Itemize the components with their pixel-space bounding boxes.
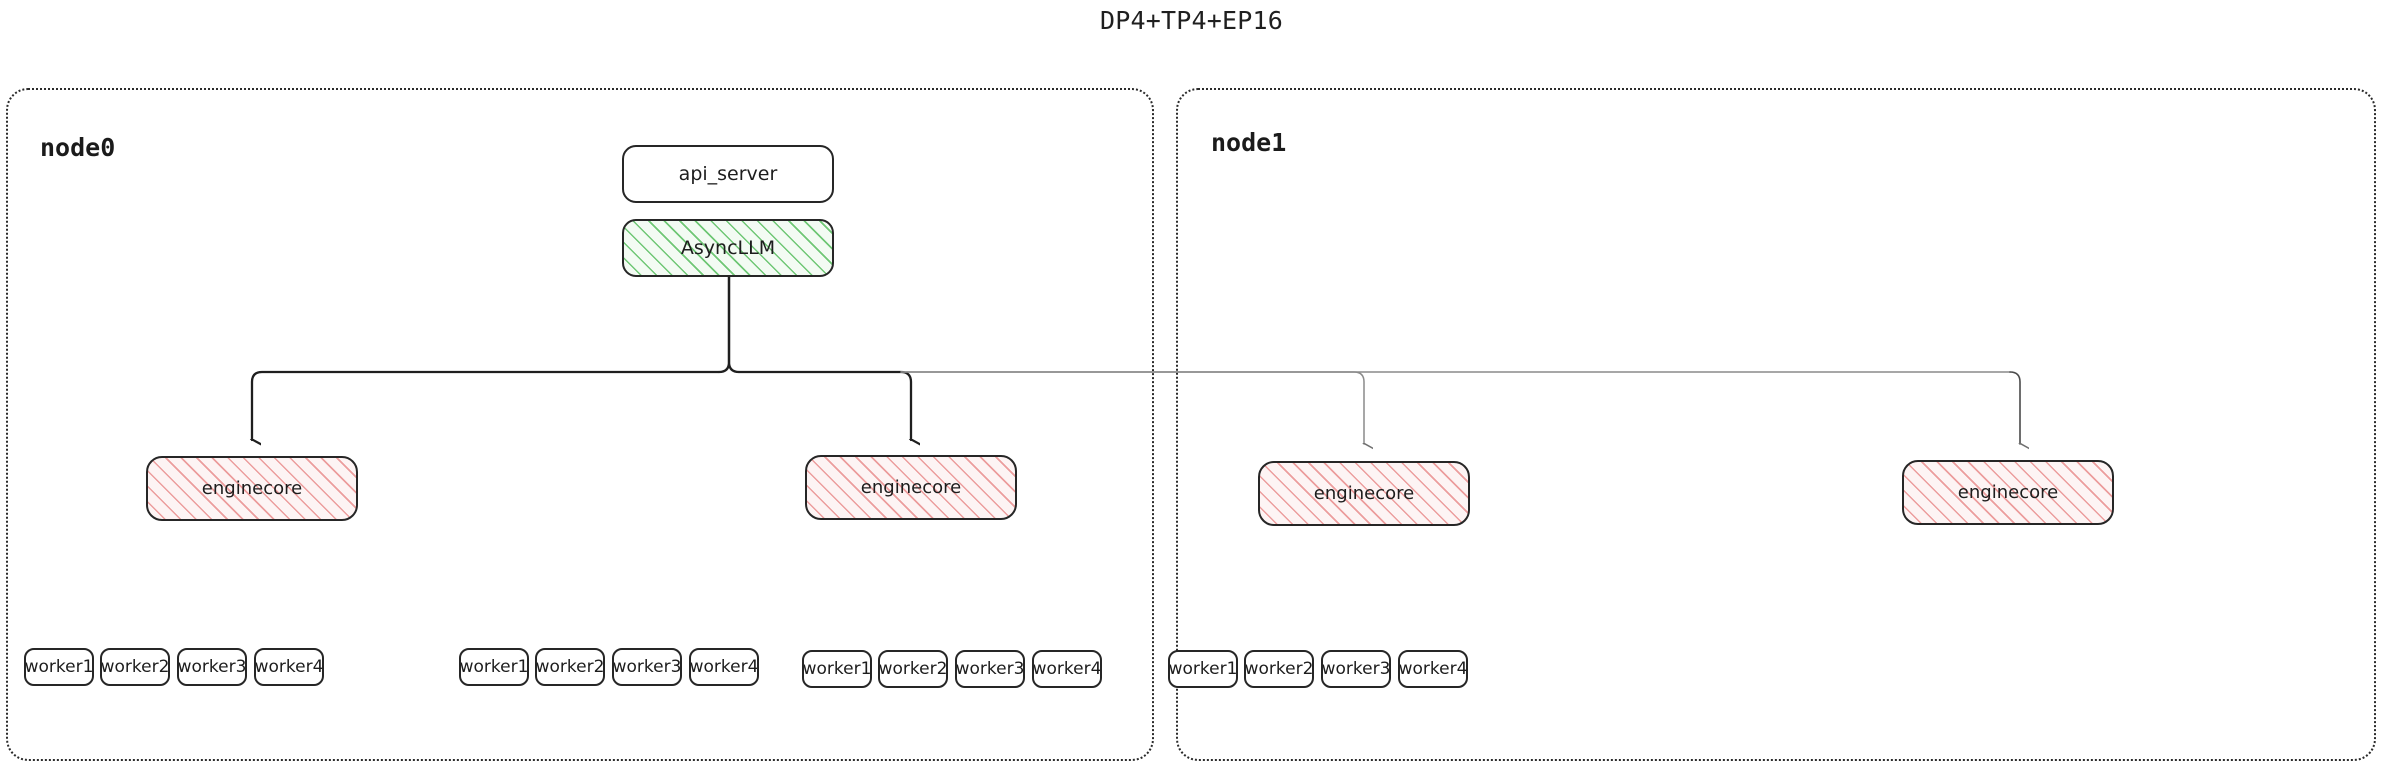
box-worker[interactable]: worker2 bbox=[100, 648, 170, 686]
box-worker[interactable]: worker4 bbox=[1398, 650, 1468, 688]
box-enginecore[interactable]: enginecore bbox=[1258, 461, 1470, 526]
box-worker[interactable]: worker3 bbox=[955, 650, 1025, 688]
box-worker[interactable]: worker4 bbox=[689, 648, 759, 686]
box-enginecore[interactable]: enginecore bbox=[146, 456, 358, 521]
box-api-server[interactable]: api_server bbox=[622, 145, 834, 203]
box-worker[interactable]: worker4 bbox=[1032, 650, 1102, 688]
box-worker[interactable]: worker2 bbox=[535, 648, 605, 686]
box-worker[interactable]: worker2 bbox=[878, 650, 948, 688]
box-asyncllm[interactable]: AsyncLLM bbox=[622, 219, 834, 277]
node-label-node1: node1 bbox=[1211, 128, 1287, 157]
node-label-node0: node0 bbox=[40, 133, 116, 162]
page-title: DP4+TP4+EP16 bbox=[1099, 6, 1283, 35]
box-worker[interactable]: worker1 bbox=[802, 650, 872, 688]
box-enginecore[interactable]: enginecore bbox=[1902, 460, 2114, 525]
box-worker[interactable]: worker3 bbox=[177, 648, 247, 686]
box-worker[interactable]: worker1 bbox=[459, 648, 529, 686]
box-worker[interactable]: worker2 bbox=[1244, 650, 1314, 688]
box-worker[interactable]: worker3 bbox=[1321, 650, 1391, 688]
box-worker[interactable]: worker4 bbox=[254, 648, 324, 686]
box-worker[interactable]: worker1 bbox=[24, 648, 94, 686]
box-worker[interactable]: worker1 bbox=[1168, 650, 1238, 688]
box-enginecore[interactable]: enginecore bbox=[805, 455, 1017, 520]
box-worker[interactable]: worker3 bbox=[612, 648, 682, 686]
